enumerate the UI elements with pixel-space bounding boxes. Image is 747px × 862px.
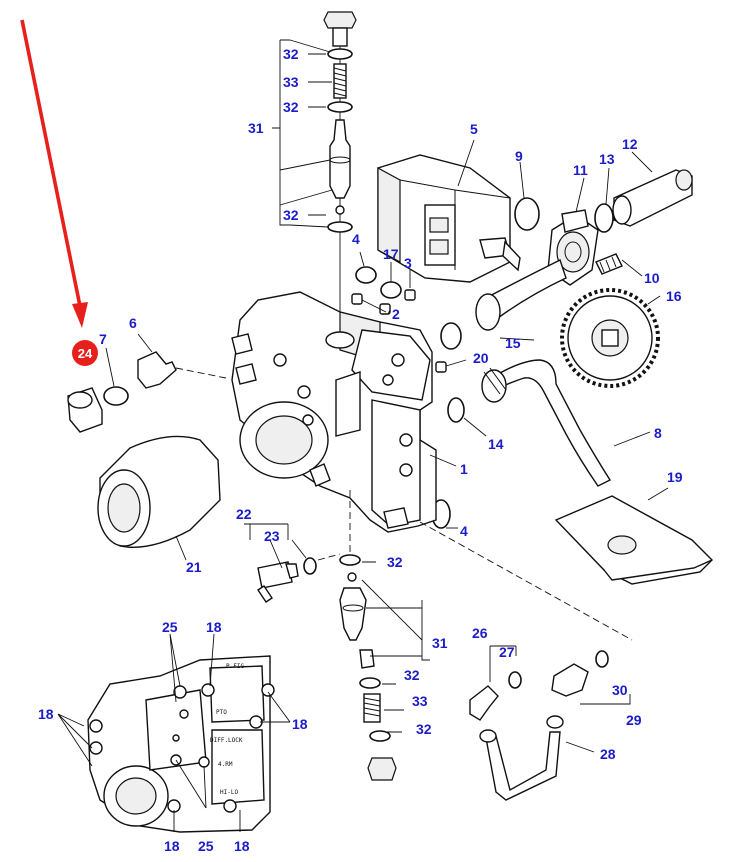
callout-6: 6 (129, 315, 137, 331)
top-valve-stack (272, 11, 357, 330)
shield-plate-19 (554, 487, 713, 585)
callout-25-inset-bottom: 25 (198, 838, 214, 854)
callout-10: 10 (644, 270, 660, 286)
clip-7 (103, 386, 129, 406)
gear-16 (560, 288, 661, 388)
callout-25-inset-top: 25 (162, 619, 178, 635)
seal-32-bot-c (369, 730, 391, 742)
hex-plug-bot (367, 757, 397, 781)
o-ring-30 (595, 650, 609, 668)
callout-18-inset-top: 18 (206, 619, 222, 635)
hose-15 (475, 259, 567, 341)
inset-housing-view: P.FIG PTO DIFF.LOCK 4.RM HI-LO (57, 633, 291, 833)
callout-18-inset-right: 18 (292, 716, 308, 732)
inset-text-pto: PTO (216, 709, 227, 716)
hydraulic-pump (377, 139, 521, 283)
callout-32-top-b: 32 (283, 99, 299, 115)
callout-18-inset-bottom-left: 18 (164, 838, 180, 854)
o-ring-14 (447, 397, 465, 423)
o-ring-27 (508, 671, 522, 689)
callout-7: 7 (99, 331, 107, 347)
callout-8: 8 (654, 425, 662, 441)
hex-plug-top (323, 11, 357, 29)
callout-27: 27 (499, 644, 515, 660)
seal-32-top-a (327, 48, 353, 60)
callout-12: 12 (622, 136, 638, 152)
callout-3: 3 (404, 255, 412, 271)
callout-17: 17 (383, 246, 399, 262)
callout-9: 9 (515, 148, 523, 164)
spring-33-top (333, 63, 347, 99)
callout-30: 30 (612, 682, 628, 698)
callout-20: 20 (473, 350, 489, 366)
inset-text-difflock: DIFF.LOCK (210, 737, 243, 744)
inset-text-hilo: HI-LO (220, 789, 238, 796)
callout-32-bot-a: 32 (387, 554, 403, 570)
valve-spool-bot (339, 587, 367, 641)
left-sensor-parts (67, 333, 227, 433)
callout-26: 26 (472, 625, 488, 641)
bolt-10 (595, 253, 623, 275)
o-ring-13 (594, 203, 614, 233)
callout-33-bot: 33 (412, 693, 428, 709)
highlight-badge-24: 24 (72, 340, 98, 366)
o-ring-9 (514, 197, 540, 231)
inset-text-4rm: 4.RM (218, 761, 233, 768)
callout-5: 5 (470, 121, 478, 137)
callout-32-bot-c: 32 (416, 721, 432, 737)
callout-4-bottom: 4 (460, 523, 468, 539)
callout-29: 29 (626, 712, 642, 728)
callout-23: 23 (264, 528, 280, 544)
callout-11: 11 (573, 162, 588, 178)
seal-32-top-c (327, 221, 353, 233)
callout-22: 22 (236, 506, 252, 522)
highlight-arrow (20, 19, 88, 328)
callout-32-bot-b: 32 (404, 667, 420, 683)
callout-32-top-c: 32 (283, 207, 299, 223)
seal-32-bot-b (359, 677, 381, 689)
upper-right-fittings (514, 151, 693, 286)
seal-32-bot-a (339, 554, 361, 566)
callout-19: 19 (667, 469, 683, 485)
o-ring-15 (440, 322, 462, 350)
oil-filter-21 (97, 435, 221, 561)
callout-1: 1 (460, 461, 468, 477)
pipe-assembly (419, 521, 633, 801)
bottom-valve-stack (339, 490, 430, 781)
highlight-badge-label: 24 (78, 346, 93, 361)
elbow-29 (551, 663, 589, 697)
callout-18-inset-left: 18 (38, 706, 54, 722)
seal-32-top-b (327, 101, 353, 113)
callout-31-bot: 31 (432, 635, 448, 651)
callout-labels: 1 2 3 4 4 5 6 7 8 9 10 11 12 13 14 15 16… (38, 46, 683, 854)
callout-21: 21 (186, 559, 202, 575)
inset-text-pfig: P.FIG (226, 663, 244, 670)
hose-8 (481, 359, 651, 487)
callout-33-top: 33 (283, 74, 299, 90)
pipe-28 (485, 731, 561, 801)
callout-15: 15 (505, 335, 521, 351)
callout-28: 28 (600, 746, 616, 762)
callout-32-top-a: 32 (283, 46, 299, 62)
o-ring-4-top (355, 266, 377, 284)
callout-31-top: 31 (248, 120, 264, 136)
sleeve-12 (613, 169, 693, 227)
tee-fitting-22 (244, 523, 341, 603)
elbow-26 (469, 685, 499, 721)
o-ring-23 (303, 557, 317, 575)
o-ring-17 (380, 281, 402, 299)
spring-33-bot (363, 693, 381, 723)
callout-16: 16 (666, 288, 682, 304)
callout-14: 14 (488, 436, 504, 452)
callout-4-top: 4 (352, 231, 360, 247)
valve-spool-top (329, 119, 351, 199)
main-valve-housing (231, 291, 457, 533)
sensor-6 (137, 351, 177, 389)
callout-18-inset-bottom-right: 18 (234, 838, 250, 854)
callout-2: 2 (392, 306, 400, 322)
callout-13: 13 (599, 151, 615, 167)
